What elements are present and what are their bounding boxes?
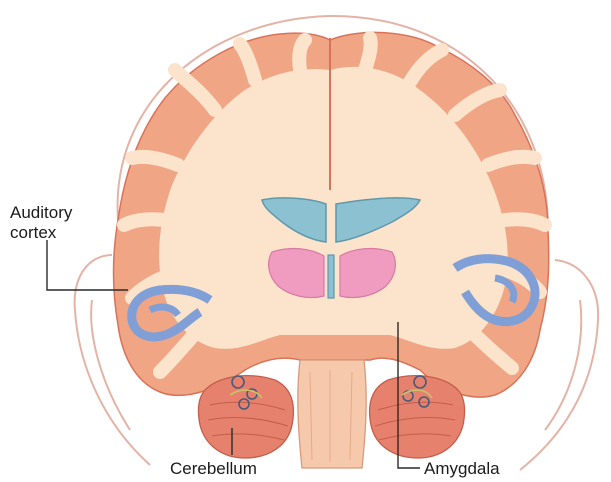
brainstem [298,360,366,468]
cerebellum-left [198,376,293,458]
label-auditory-cortex-line2: cortex [10,223,57,242]
label-auditory-cortex-line1: Auditory [10,203,73,222]
label-amygdala: Amygdala [424,459,500,478]
label-cerebellum: Cerebellum [170,459,257,478]
